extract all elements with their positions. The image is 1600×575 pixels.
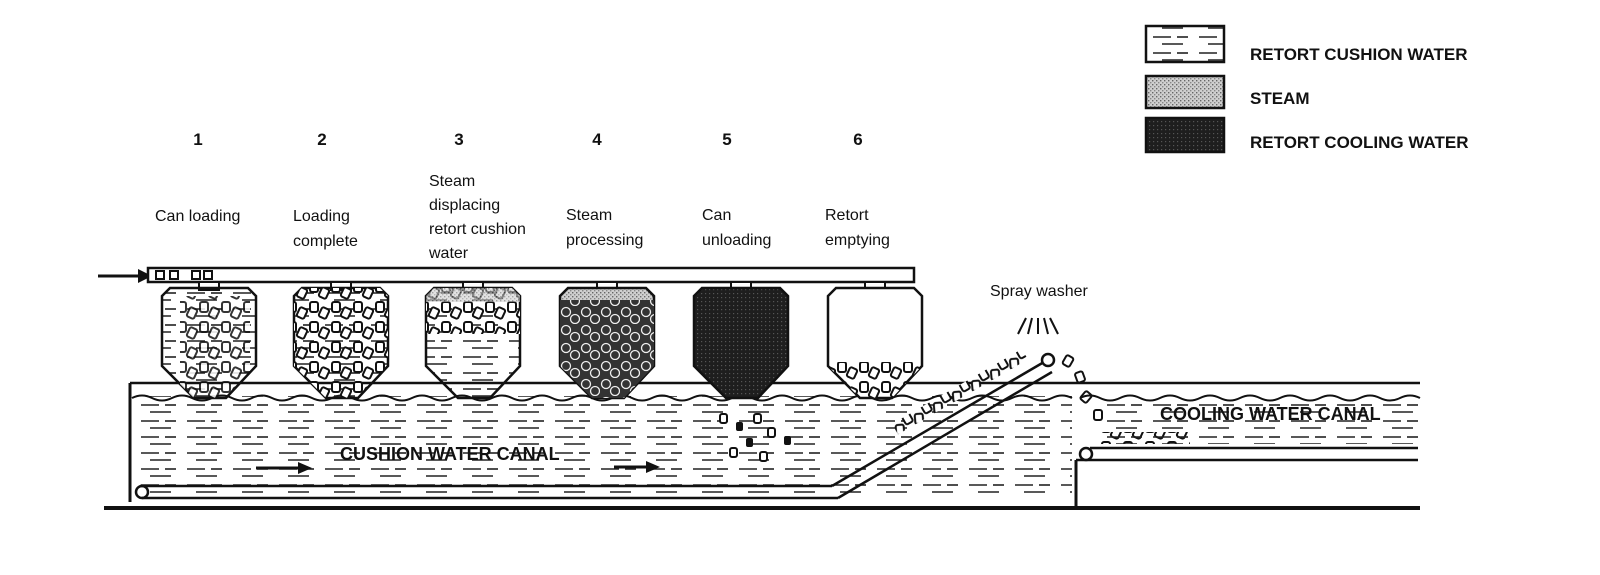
step-label-4-line-1: Steam <box>566 207 612 224</box>
cushion-canal-label: CUSHION WATER CANAL <box>340 444 560 464</box>
feed-conveyor-rail <box>146 266 916 284</box>
incline-pulley <box>1040 352 1056 368</box>
legend-swatch-steam <box>1144 74 1226 110</box>
flow-arrowhead-icon <box>298 462 312 474</box>
feed-conveyor <box>98 266 916 284</box>
legend-swatch-cooling-water <box>1144 116 1226 154</box>
tumbling-cans <box>1061 354 1103 421</box>
legend-swatch-cushion-water <box>1144 24 1226 64</box>
flow-arrowhead-icon-2 <box>646 461 660 473</box>
legend-label-steam: STEAM <box>1250 89 1310 108</box>
spray-washer: Spray washer <box>990 283 1088 335</box>
legend-label-cushion-water: RETORT CUSHION WATER <box>1250 45 1468 64</box>
step-label-3-line-3: retort cushion <box>429 221 526 238</box>
step-label-4-line-2: processing <box>566 232 643 249</box>
step-number-1: 1 <box>193 130 202 149</box>
step-number-4: 4 <box>592 130 602 149</box>
retort-1 <box>160 281 258 400</box>
step-label-5-line-2: unloading <box>702 232 771 249</box>
spray-washer-label: Spray washer <box>990 283 1088 300</box>
spray-icon <box>1017 317 1059 335</box>
step-number-6: 6 <box>853 130 862 149</box>
retort-4 <box>558 281 656 400</box>
retort-5 <box>692 281 790 400</box>
cooling-canal-pulley <box>1078 446 1094 462</box>
legend-label-cooling-water: RETORT COOLING WATER <box>1250 133 1468 152</box>
legend: RETORT CUSHION WATER STEAM RETORT COOLIN… <box>1144 24 1468 154</box>
step-label-3-line-1: Steam <box>429 173 475 190</box>
step-label-2-line-2: complete <box>293 233 358 250</box>
step-label-3-line-4: water <box>428 245 469 262</box>
step-number-3: 3 <box>454 130 463 149</box>
step-label-3-line-2: displacing <box>429 197 500 214</box>
cooling-water-canal: COOLING WATER CANAL <box>1074 394 1421 508</box>
retort-6 <box>826 281 924 400</box>
inclined-conveyor <box>140 349 1056 500</box>
step-numbers: 1 2 3 4 5 6 <box>193 130 862 149</box>
step-label-5-line-1: Can <box>702 207 731 224</box>
step-number-2: 2 <box>317 130 326 149</box>
step-label-2-line-1: Loading <box>293 208 350 225</box>
step-label-1-line-1: Can loading <box>155 208 240 225</box>
canal-pulley <box>134 484 150 500</box>
step-number-5: 5 <box>722 130 731 149</box>
retort-2 <box>292 281 390 400</box>
cooling-canal-label: COOLING WATER CANAL <box>1160 404 1381 424</box>
step-label-6-line-2: emptying <box>825 232 890 249</box>
falling-cans <box>719 413 791 462</box>
cushion-water-canal: CUSHION WATER CANAL <box>104 381 1420 510</box>
step-label-6-line-1: Retort <box>825 207 869 224</box>
retort-3 <box>424 281 522 400</box>
feed-arrowhead-icon <box>138 269 152 283</box>
step-labels: Can loading Loading complete Steam displ… <box>155 173 890 262</box>
